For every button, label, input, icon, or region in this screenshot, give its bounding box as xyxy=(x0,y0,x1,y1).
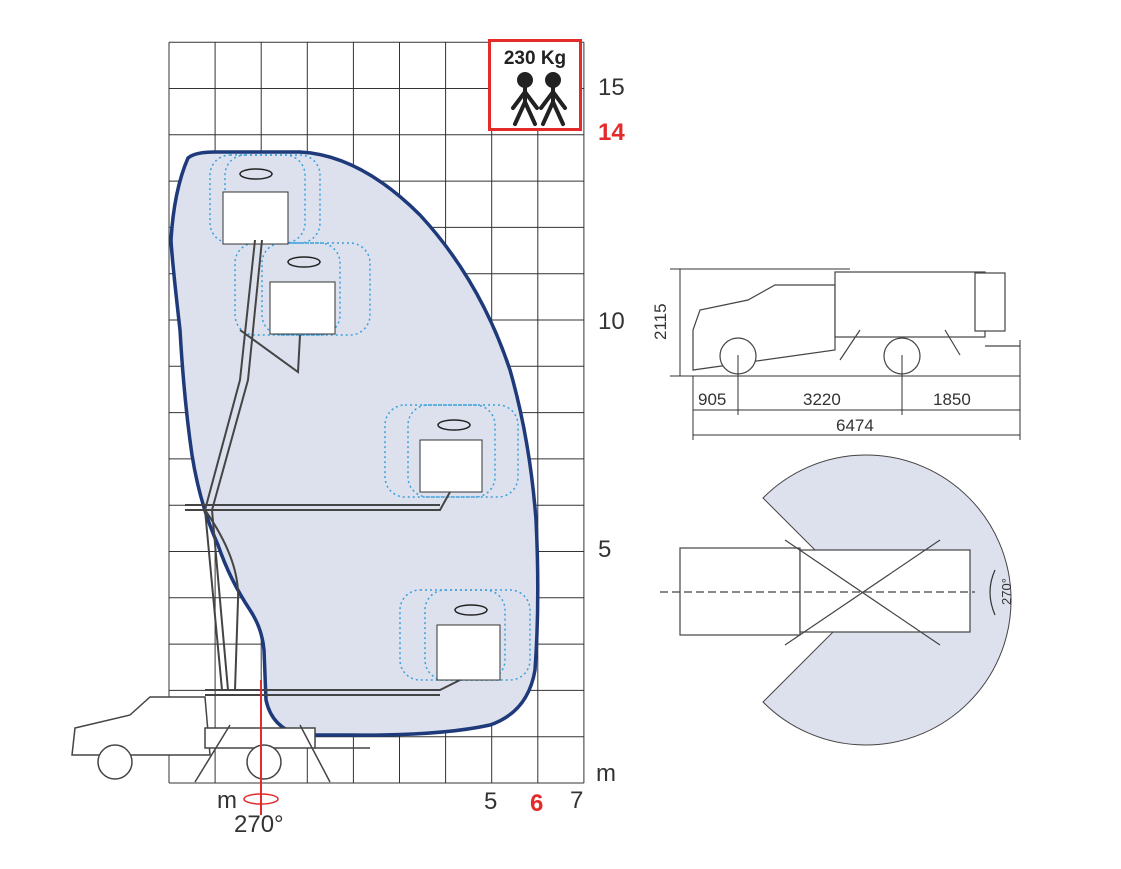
height-dimension: 2115 xyxy=(651,303,670,340)
vehicle-side-drawing xyxy=(692,271,1020,375)
height-unit: m xyxy=(596,760,616,787)
rear-overhang-dimension: 1850 xyxy=(933,390,971,409)
height-label-10: 10 xyxy=(598,308,625,335)
top-view-rotation-label: 270° xyxy=(999,578,1014,605)
outreach-unit: m xyxy=(217,787,237,814)
top-rotation-arrow xyxy=(989,569,996,616)
front-overhang-dimension: 905 xyxy=(698,390,727,409)
basket-icons xyxy=(222,191,501,681)
wheelbase-dimension: 3220 xyxy=(803,390,841,409)
height-label-15: 15 xyxy=(598,74,625,101)
dimension-lines xyxy=(670,268,1021,440)
turret-rotation-icon xyxy=(243,793,279,805)
load-capacity-badge: 230 Kg xyxy=(488,39,582,131)
boom-arms xyxy=(185,239,461,696)
outreach-label-7: 7 xyxy=(570,787,584,814)
turret-rotation-label: 270° xyxy=(234,811,284,838)
rotation-arrows xyxy=(239,168,488,616)
total-length-dimension: 6474 xyxy=(836,416,874,435)
capacity-label: 230 Kg xyxy=(503,48,567,69)
max-height-label: 14 xyxy=(598,119,625,146)
max-outreach-label: 6 xyxy=(530,790,544,817)
two-persons-icon xyxy=(511,72,567,126)
vehicle-top-drawing xyxy=(660,539,975,646)
outreach-label-5: 5 xyxy=(484,788,498,815)
height-label-5: 5 xyxy=(598,536,612,563)
